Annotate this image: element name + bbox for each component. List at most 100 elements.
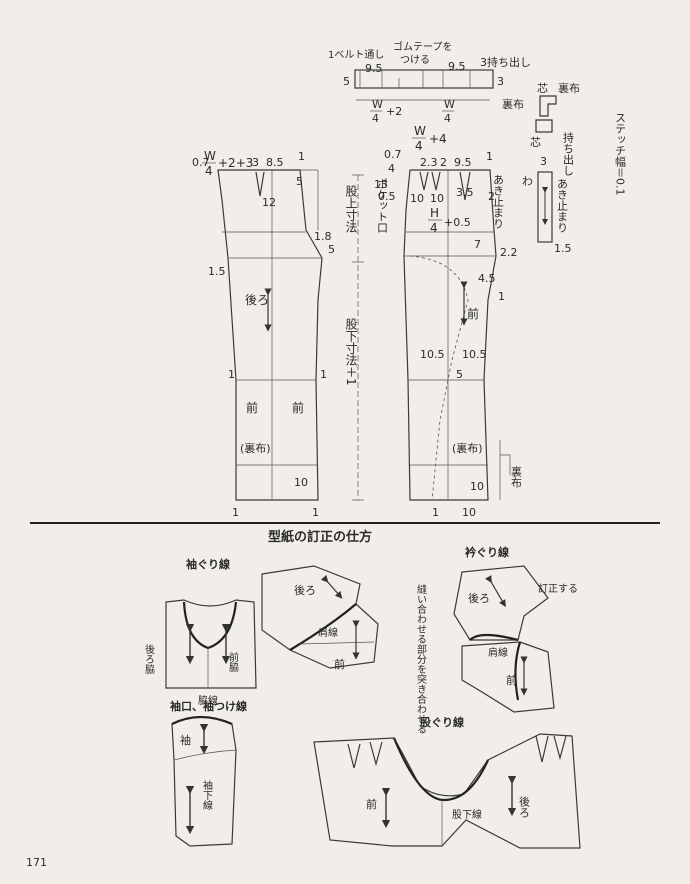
front-h-rest: +0.5 (444, 216, 471, 229)
neckline-correct-label: 訂正する (538, 582, 578, 595)
stitch-width-label: ステッチ幅＝0.1 (614, 112, 627, 196)
back-formula-rest: +2+3 (218, 156, 253, 170)
crotch-correction: 股ぐり線 前 後ろ 股下線 (313, 715, 581, 849)
waistband-piece: 1ベルト通し ゴムテープを つける 5 9.5 9.5 3 3持ち出し W 4 … (328, 40, 531, 125)
back-pants-piece: W 4 +2+3 0.7 3 8.5 1 5 12 1.8 5 1.5 後ろ 1… (192, 149, 335, 519)
back-m-1: 1 (298, 150, 305, 163)
front-m-07: 0.7 (384, 148, 402, 161)
waistband-w-den: 4 (372, 112, 379, 125)
sleeve-title: 袖口、袖つけ線 (170, 699, 247, 713)
fly-core-1: 芯 (537, 81, 548, 95)
section-title: 型紙の訂正の仕方 (268, 529, 372, 545)
front-m-22: 2.2 (500, 246, 518, 259)
crotch-back: 後ろ (518, 795, 531, 819)
back-label: 後ろ (245, 293, 269, 307)
waistband-depth-right: 3 (497, 75, 504, 88)
neckline-correction: 衿ぐり線 訂正する 縫い合わせる部分を突き合わせる 後ろ 肩線 前 (415, 545, 579, 734)
front-m-1: 1 (486, 150, 493, 163)
pocket-label: ポケット口 (376, 178, 389, 233)
armhole-shoulder: 肩線 (318, 626, 338, 639)
fly-detail: 芯 裏布 裏布 芯 持ち出し 3 わ あき止まり 1.5 ステッチ幅＝0.1 (502, 81, 627, 255)
fly-core-2: 芯 (530, 135, 541, 149)
back-m-1c: 1 (232, 506, 239, 519)
fly-fold: わ (522, 175, 533, 188)
waistband-w-den-2: 4 (444, 112, 451, 125)
sleeve-label: 袖 (180, 733, 191, 747)
front-m-4: 4 (388, 162, 395, 175)
back-m-07: 0.7 (192, 156, 210, 169)
back-m-1d: 1 (312, 506, 319, 519)
waistband-width-left: 9.5 (365, 62, 383, 75)
front-formula-w: W (414, 124, 426, 138)
elastic-label: ゴムテープを (393, 40, 452, 53)
fly-m-15: 1.5 (554, 242, 572, 255)
front-m-7: 7 (474, 238, 481, 251)
sleeve-underarm: 袖下線 (201, 779, 213, 810)
armhole-side-seam: 脇線 (198, 694, 218, 707)
back-m-5a: 5 (296, 175, 303, 188)
belt-loop-label: 1ベルト通し (328, 49, 384, 61)
back-m-3: 3 (252, 156, 259, 169)
front-m-10c: 10 (470, 480, 484, 493)
back-m-10: 10 (294, 476, 308, 489)
front-m-1e: 1 (498, 290, 505, 303)
front-formula-den: 4 (415, 139, 423, 153)
opening-stop-label: あき止まり (492, 174, 505, 229)
armhole-front-side: 前脇 (227, 651, 239, 673)
fly-lining-2: 裏布 (502, 97, 524, 111)
neckline-front: 前 (506, 673, 517, 687)
sleeve-correction: 袖口、袖つけ線 袖 袖下線 (170, 699, 247, 847)
back-formula-den: 4 (205, 164, 213, 178)
waistband-plus2: +2 (386, 105, 402, 118)
armhole-correction: 袖ぐり線 後ろ脇 前脇 脇線 後ろ 肩線 前 (143, 557, 379, 707)
front-lining-label: (裏布) (452, 441, 483, 455)
page-number: 171 (26, 856, 47, 869)
front-m-105b: 10.5 (462, 348, 487, 361)
front-side-lining: 裏布 (510, 465, 523, 489)
neckline-back: 後ろ (468, 591, 490, 605)
armhole-title: 袖ぐり線 (186, 557, 230, 571)
back-m-12: 12 (262, 196, 276, 209)
fly-m-3: 3 (540, 155, 547, 168)
waistband-w-num: W (372, 98, 383, 111)
armhole-front-2: 前 (334, 657, 345, 671)
back-m-85: 8.5 (266, 156, 284, 169)
back-m-5b: 5 (328, 243, 335, 256)
rise-label: 股上寸法 (344, 185, 358, 233)
center-measure-labels: 股上寸法 股下寸法＋1 (344, 174, 364, 501)
front-m-10d: 10 (462, 506, 476, 519)
front-m-105a: 10.5 (420, 348, 445, 361)
fly-lining-1: 裏布 (558, 81, 580, 95)
neckline-shoulder: 肩線 (488, 646, 508, 659)
waistband-width-right: 9.5 (448, 60, 466, 73)
armhole-back-2: 後ろ (294, 583, 316, 597)
front-m-2b: 2 (488, 190, 495, 203)
waistband-depth-left: 5 (343, 75, 350, 88)
back-front-label-r: 前 (292, 400, 304, 415)
fly-extension: 持ち出し (562, 131, 575, 176)
front-h-den: 4 (430, 221, 438, 235)
front-m-45: 4.5 (478, 272, 496, 285)
back-m-18: 1.8 (314, 230, 332, 243)
extension-label: 3持ち出し (480, 55, 531, 69)
back-m-1a: 1 (228, 368, 235, 381)
inseam-label: 股下寸法＋1 (344, 318, 358, 386)
front-label: 前 (467, 306, 479, 321)
armhole-back-side: 後ろ脇 (143, 643, 155, 675)
front-m-35: 3.5 (456, 186, 474, 199)
front-m-95: 9.5 (454, 156, 472, 169)
front-m-05: 0.5 (378, 190, 396, 203)
front-formula-rest: +4 (429, 132, 447, 146)
waistband-w-num-2: W (444, 98, 455, 111)
front-m-23: 2.3 (420, 156, 438, 169)
back-m-15: 1.5 (208, 265, 226, 278)
front-h-num: H (430, 206, 439, 220)
front-m-1f: 1 (432, 506, 439, 519)
front-m-10b: 10 (430, 192, 444, 205)
neckline-note: 縫い合わせる部分を突き合わせる (415, 583, 427, 734)
front-m-5: 5 (456, 368, 463, 381)
fly-opening: あき止まり (556, 178, 569, 233)
front-pants-piece: W 4 +4 0.7 4 2.3 2 9.5 1 13 0.5 ポケット口 10… (374, 124, 523, 519)
crotch-front: 前 (366, 797, 377, 811)
